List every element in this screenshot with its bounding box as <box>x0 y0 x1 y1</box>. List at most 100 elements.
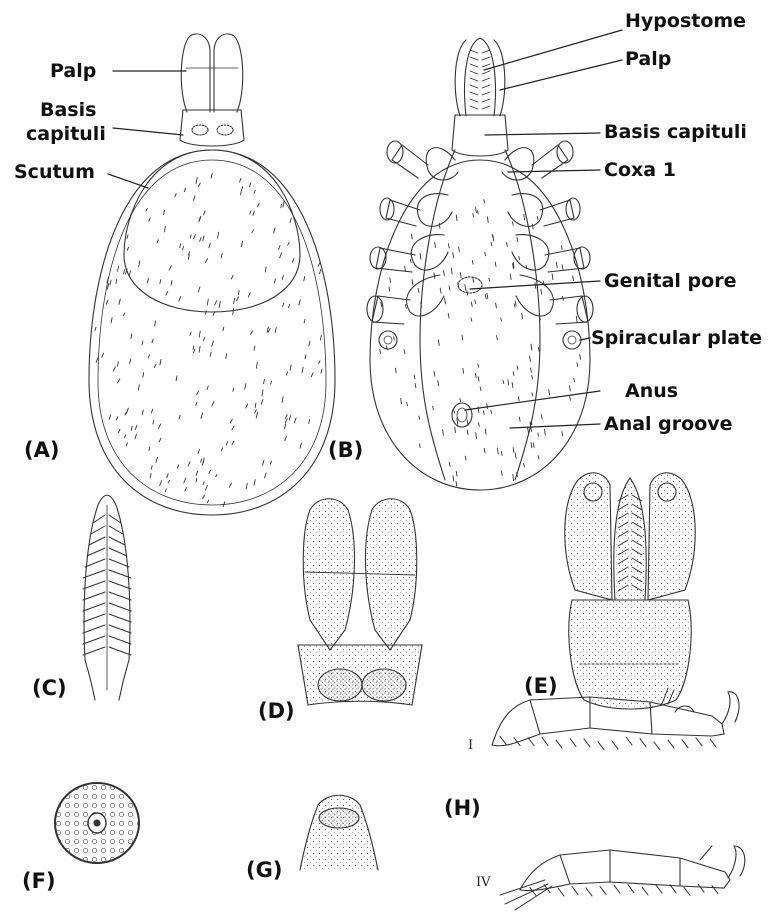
seta <box>185 488 187 492</box>
seta <box>531 368 532 372</box>
tooth <box>83 647 105 655</box>
seta <box>237 297 239 301</box>
seta <box>124 270 125 274</box>
seta <box>475 374 476 378</box>
seta <box>485 295 486 299</box>
seta <box>285 419 287 423</box>
dorsal-body <box>89 150 335 515</box>
seta <box>118 379 120 383</box>
seta <box>196 402 197 405</box>
denticle <box>470 78 478 81</box>
seta <box>203 236 204 241</box>
seta <box>533 443 534 447</box>
seta <box>485 252 486 255</box>
seta <box>232 441 234 445</box>
leg-seta <box>668 740 674 748</box>
seta <box>495 262 496 266</box>
denticle <box>470 50 478 53</box>
seta <box>318 263 320 267</box>
seta <box>411 234 412 239</box>
seta <box>562 432 563 436</box>
seta <box>261 399 263 404</box>
seta <box>304 277 305 281</box>
seta <box>196 177 197 183</box>
seta <box>419 416 420 419</box>
tooth <box>109 592 131 600</box>
seta <box>487 293 488 298</box>
panel-label-c: (C) <box>32 676 67 700</box>
seta <box>107 284 109 290</box>
seta <box>254 346 255 350</box>
basis-capituli-b <box>452 115 508 156</box>
tooth <box>109 636 131 644</box>
porose-area-d-right <box>362 669 406 701</box>
seta <box>290 218 291 222</box>
seta <box>110 280 111 284</box>
seta <box>478 211 479 214</box>
seta <box>274 228 275 233</box>
seta <box>532 393 533 396</box>
tooth <box>109 647 131 655</box>
spiracular-ostium <box>94 820 100 826</box>
seta <box>537 216 538 219</box>
seta <box>223 327 224 331</box>
leg-seta <box>586 888 592 896</box>
seta <box>148 355 149 358</box>
denticle <box>482 57 490 60</box>
tooth <box>109 581 131 589</box>
leg-seta <box>628 885 634 893</box>
label-basis-line1: Basis <box>40 99 96 121</box>
seta <box>96 358 98 362</box>
seta <box>508 380 509 385</box>
hypostome-b <box>465 38 496 116</box>
leg-one-joint-1 <box>530 700 540 734</box>
seta <box>454 410 455 413</box>
seta <box>199 183 201 186</box>
seta <box>146 209 147 212</box>
seta <box>483 411 484 415</box>
seta <box>517 366 518 370</box>
seta <box>210 352 211 356</box>
seta <box>449 463 450 467</box>
seta <box>473 214 474 218</box>
seta <box>274 279 275 283</box>
ventral-body <box>370 160 590 490</box>
tooth <box>83 625 105 633</box>
seta <box>563 297 564 301</box>
leg-seta <box>570 738 576 746</box>
seta <box>190 332 191 335</box>
seta <box>445 298 446 304</box>
anus <box>452 403 472 427</box>
seta <box>515 453 516 458</box>
basis-capituli-a <box>180 110 244 146</box>
seta <box>410 259 411 262</box>
seta <box>485 429 486 434</box>
seta <box>250 211 251 214</box>
seta <box>199 331 200 337</box>
leg-four-joint-1 <box>560 855 570 884</box>
seta <box>165 226 166 232</box>
seta <box>204 211 205 215</box>
seta <box>126 443 127 446</box>
seta <box>201 459 202 463</box>
seta <box>311 373 313 377</box>
seta <box>127 247 128 250</box>
denticle <box>482 99 490 102</box>
seta <box>487 404 488 409</box>
seta <box>184 478 186 483</box>
seta <box>118 430 120 433</box>
seta <box>159 438 161 442</box>
seta <box>211 174 212 179</box>
gnathosoma-dorsal <box>298 499 422 705</box>
seta <box>248 293 250 297</box>
seta <box>304 319 305 323</box>
label-spiracular-plate: Spiracular plate <box>591 327 762 349</box>
seta <box>209 470 211 473</box>
seta <box>531 443 532 448</box>
seta <box>294 418 296 423</box>
label-basis-line2: capituli <box>26 123 106 145</box>
tooth <box>83 614 105 622</box>
seta <box>517 237 518 241</box>
panel-label-f: (F) <box>22 869 56 893</box>
seta <box>501 452 502 456</box>
